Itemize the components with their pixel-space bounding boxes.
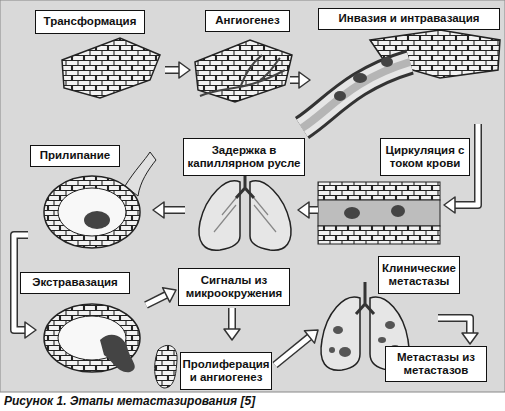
stage-node: Циркуляция с током крови bbox=[318, 136, 444, 248]
arrow-head bbox=[444, 197, 455, 213]
cell-sheet bbox=[195, 40, 292, 102]
tumor-cell bbox=[84, 211, 110, 229]
arrow-head bbox=[153, 202, 164, 218]
flow-arrow bbox=[438, 318, 478, 344]
arrow-outline bbox=[165, 66, 179, 74]
tumor-cell bbox=[334, 91, 346, 101]
stage-label: Инвазия и интравазация bbox=[318, 8, 500, 30]
arrow-outline bbox=[228, 308, 236, 329]
lung-lobe bbox=[199, 181, 240, 250]
arrow-outline bbox=[164, 206, 185, 214]
stage-node: Метастазы из метастазов bbox=[383, 344, 489, 384]
bronchus bbox=[214, 198, 276, 232]
vessel-lumen bbox=[318, 200, 440, 226]
stage-node: Экстравазация bbox=[36, 270, 146, 378]
stage-node: Клинические метастазы bbox=[318, 254, 438, 338]
arrow-outline bbox=[146, 295, 166, 305]
stage-label: Трансформация bbox=[35, 10, 145, 34]
capillary-vessel bbox=[200, 55, 285, 96]
flow-arrow bbox=[153, 202, 185, 218]
stage-label: Сигналы из микроокружения bbox=[178, 268, 290, 306]
arrow-head bbox=[304, 330, 318, 343]
arrow-shaft bbox=[290, 78, 299, 83]
arrow-shaft bbox=[164, 208, 185, 213]
arrow-head bbox=[163, 288, 176, 302]
arrow-outline bbox=[290, 76, 299, 84]
stage-node: Сигналы из микроокружения bbox=[176, 266, 292, 308]
metastasis-spot bbox=[339, 347, 351, 357]
arrow-head bbox=[224, 329, 240, 340]
metastasis-spot bbox=[329, 347, 335, 353]
flow-arrow bbox=[224, 308, 240, 340]
stage-node: Инвазия и интравазация bbox=[310, 6, 502, 124]
lung-lobe bbox=[321, 297, 360, 370]
stage-label: Ангиогенез bbox=[205, 10, 290, 32]
cell-sheet bbox=[62, 38, 160, 98]
vessel-wall bbox=[318, 226, 440, 244]
arrow-head bbox=[299, 72, 310, 88]
tumor-cell bbox=[381, 57, 393, 67]
stage-label: Пролиферация и ангиогенез bbox=[180, 352, 272, 390]
stage-label: Клинические метастазы bbox=[378, 256, 460, 294]
tumor-cell bbox=[100, 335, 135, 372]
arrow-shaft bbox=[165, 68, 179, 73]
stage-node: Пролиферация и ангиогенез bbox=[155, 340, 275, 392]
stage-node: Ангиогенез bbox=[190, 8, 290, 103]
metastasis-spot bbox=[378, 337, 386, 343]
cell-cluster bbox=[155, 345, 177, 388]
tumor-cell bbox=[391, 205, 405, 217]
stage-node: Прилипание bbox=[28, 143, 153, 253]
arrow-head bbox=[179, 62, 190, 78]
metastasis-spot bbox=[385, 321, 395, 329]
figure-background bbox=[0, 0, 505, 392]
arrow-shaft bbox=[230, 308, 235, 329]
stage-label: Задержка в капиллярном русле bbox=[183, 138, 305, 176]
vessel-wall bbox=[318, 182, 440, 200]
stage-label: Метастазы из метастазов bbox=[385, 346, 487, 382]
stage-node: Задержка в капиллярном русле bbox=[185, 136, 298, 252]
vessel-wall bbox=[302, 62, 410, 128]
vessel-lumen bbox=[58, 188, 126, 236]
metastasis-spot bbox=[333, 326, 343, 334]
flow-arrow bbox=[165, 62, 190, 78]
figure-caption: Рисунок 1. Этапы метастазирования [5] bbox=[4, 394, 255, 408]
vessel-lumen bbox=[302, 62, 410, 128]
arrow-outline bbox=[309, 206, 318, 214]
vessel-wall bbox=[302, 62, 410, 128]
flow-arrow bbox=[298, 202, 318, 218]
stage-label: Экстравазация bbox=[20, 272, 130, 294]
arrow-outline bbox=[438, 318, 470, 333]
tumor-cell bbox=[344, 207, 360, 219]
flow-arrow bbox=[290, 72, 310, 88]
arrow-head bbox=[462, 333, 478, 344]
flow-arrow bbox=[275, 330, 318, 365]
vessel-wall bbox=[44, 176, 140, 248]
vessel-wall bbox=[44, 304, 140, 372]
arrow-outline bbox=[275, 337, 309, 365]
arrow-head bbox=[298, 202, 309, 218]
trachea bbox=[356, 282, 374, 314]
flow-arrow bbox=[146, 288, 176, 305]
arrow-shaft bbox=[309, 208, 318, 213]
stage-label: Циркуляция с током крови bbox=[380, 138, 470, 176]
arrow-head bbox=[25, 322, 36, 338]
stage-label: Прилипание bbox=[30, 145, 120, 167]
tumor-cell bbox=[353, 73, 367, 83]
lung-lobe bbox=[250, 181, 291, 250]
arrow-shaft bbox=[275, 337, 309, 365]
stage-node: Трансформация bbox=[30, 8, 165, 98]
arrow-shaft bbox=[438, 318, 470, 333]
arrow-shaft bbox=[146, 295, 166, 305]
